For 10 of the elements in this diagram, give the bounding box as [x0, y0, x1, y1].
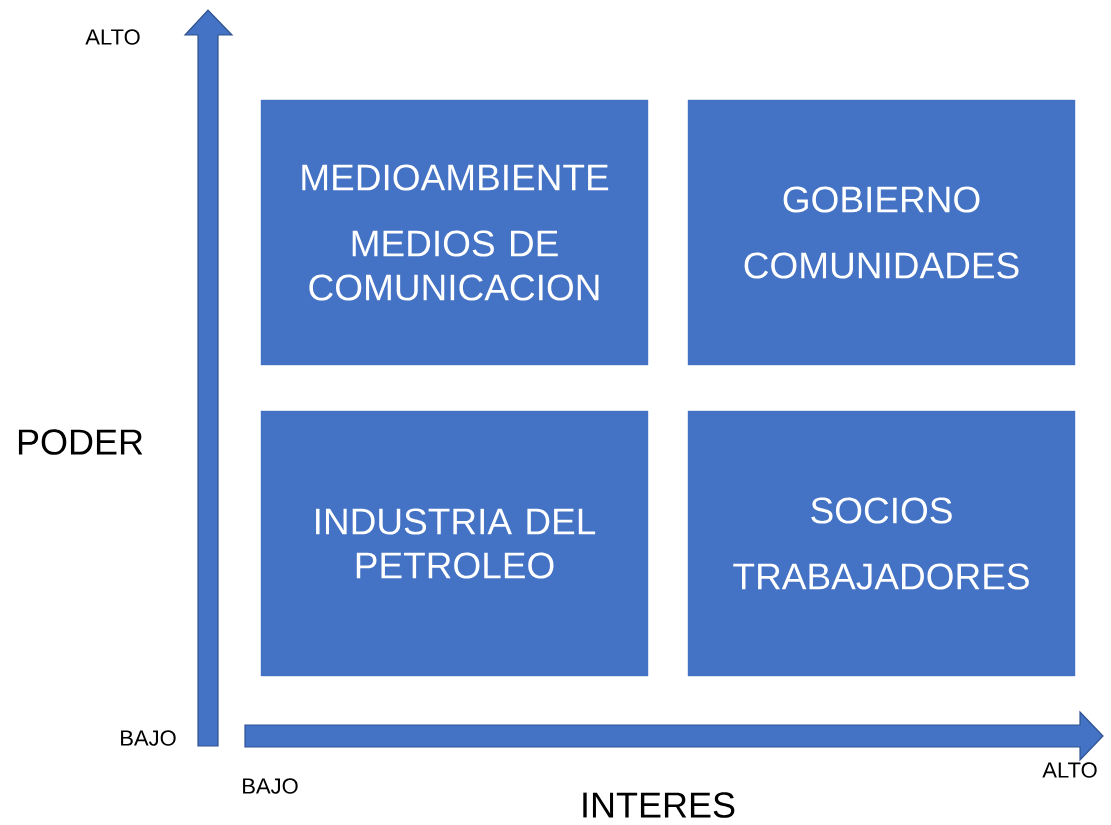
axis-label: ALTO	[85, 29, 140, 45]
quadrant-box: MEDIOAMBIENTE MEDIOS DE COMUNICACION	[260, 99, 649, 366]
axis-label: BAJO	[121, 730, 176, 746]
quadrant-box: INDUSTRIA DEL PETROLEO	[260, 410, 649, 677]
axis-title: INTERES	[583, 792, 735, 818]
axis-label: ALTO	[1042, 762, 1097, 778]
axis-title: PODER	[18, 429, 143, 455]
quadrant-box: SOCIOS TRABAJADORES	[687, 410, 1076, 677]
axis-label: BAJO	[243, 778, 298, 794]
quadrant-box: GOBIERNO COMUNIDADES	[687, 99, 1076, 366]
